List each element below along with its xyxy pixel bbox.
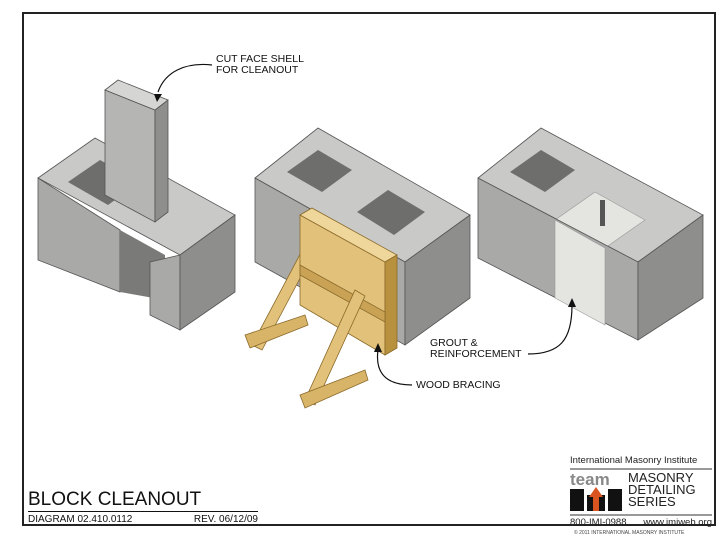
block-cut-face-shell	[37, 79, 236, 331]
phone-number: 800-IMI-0988	[570, 517, 627, 528]
brace-leg-2	[304, 289, 366, 406]
block3-hole	[510, 150, 575, 192]
revision-date: REV. 06/12/09	[193, 514, 258, 525]
callout-cut-face-shell: CUT FACE SHELL FOR CLEANOUT	[216, 53, 304, 76]
org-name: International Masonry Institute	[570, 455, 712, 470]
block3-side	[637, 214, 704, 341]
series-name: MASONRY DETAILING SERIES	[628, 470, 696, 509]
rebar	[600, 200, 605, 226]
block1-end-front	[149, 254, 181, 331]
arrowhead-3	[568, 298, 576, 307]
website[interactable]: www.imiweb.org	[643, 517, 712, 528]
block2-hole-1	[287, 150, 352, 192]
block2-hole-2	[357, 190, 425, 235]
imi-logo-block: International Masonry Institute team MAS…	[570, 455, 712, 528]
arrowhead-2	[374, 343, 382, 352]
leader-grout	[527, 304, 573, 355]
diagram-title: BLOCK CLEANOUT	[28, 490, 258, 512]
copyright: © 2011 INTERNATIONAL MASONRY INSTITUTE	[574, 530, 685, 536]
block-grouted	[477, 127, 704, 341]
face-shell-slab-side	[154, 99, 169, 223]
leader-wood-bracing	[376, 349, 413, 386]
team-wordmark: team	[570, 470, 610, 489]
arrowhead-1	[154, 94, 162, 102]
brace-foot-2	[299, 369, 369, 409]
drawing-frame	[22, 12, 716, 526]
leader-cut-face-shell	[157, 63, 213, 93]
title-block: BLOCK CLEANOUT DIAGRAM 02.410.0112 REV. …	[28, 490, 258, 525]
wood-plank-side	[384, 254, 398, 356]
wood-bracing	[244, 207, 398, 409]
imi-logo-icon	[570, 487, 622, 511]
callout-grout-reinforcement: GROUT & REINFORCEMENT	[430, 337, 522, 360]
face-shell-slab-top	[104, 79, 169, 111]
callout-wood-bracing: WOOD BRACING	[416, 379, 501, 391]
grout-face	[554, 219, 606, 326]
diagram-number: DIAGRAM 02.410.0112	[28, 514, 133, 525]
block2-side	[404, 214, 471, 346]
brace-foot-1	[244, 314, 309, 349]
block1-side	[179, 214, 236, 331]
